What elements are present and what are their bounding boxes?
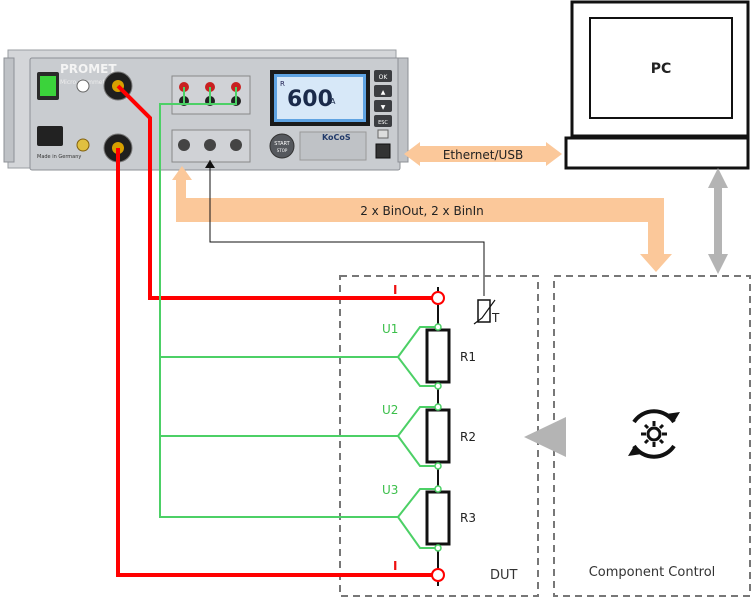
start-button-label: START (274, 141, 290, 147)
resistor-r3-label: R3 (460, 511, 476, 525)
temp-sensor-arrowhead (205, 160, 215, 168)
thermistor-label: T (491, 311, 500, 325)
indicator-led (76, 79, 90, 93)
display-unit: A (330, 97, 336, 106)
down-button-label: ▼ (381, 104, 386, 111)
resistor-r1 (425, 328, 451, 384)
pc-screen (589, 17, 733, 119)
current-wire-bottom (116, 148, 438, 577)
device-brand: PROMET (60, 62, 117, 76)
component-control-box (553, 275, 751, 597)
ethernet-port (375, 143, 391, 159)
resistor-r2 (425, 408, 451, 464)
up-button[interactable] (374, 85, 392, 97)
device-buttons: OK ▲ ▼ ESC (374, 70, 392, 127)
down-button[interactable] (374, 100, 392, 112)
resistor-r3 (425, 490, 451, 546)
esc-button-label: ESC (378, 120, 388, 126)
control-link-arrow (708, 168, 728, 274)
current-wire-top (116, 84, 438, 300)
rotation-gear-icon (628, 409, 680, 459)
made-in-label: Made in Germany (37, 154, 81, 160)
voltage-wires (159, 87, 438, 549)
current-node-bottom (431, 568, 445, 582)
display-value: 600 (287, 87, 333, 112)
binary-io-band (172, 166, 672, 272)
stop-button-label: STOP (277, 148, 288, 153)
component-control-label: Component Control (589, 565, 716, 580)
ground-terminal (76, 138, 90, 152)
voltage-label-u3: U3 (382, 483, 398, 497)
up-button-label: ▲ (381, 89, 386, 96)
promet-device: PROMET Micro-Ohmmeter Made in Germany R … (3, 49, 409, 171)
display-tag: R (280, 80, 285, 88)
pc-base (564, 136, 750, 170)
current-node-top (431, 291, 445, 305)
start-button[interactable] (269, 133, 295, 159)
current-label-bottom: I (393, 559, 397, 573)
pc-label: PC (651, 61, 672, 77)
ethernet-usb-arrow (404, 142, 562, 166)
voltage-nodes (434, 323, 442, 552)
thermistor-icon (473, 299, 496, 325)
control-to-dut-arrow (524, 417, 566, 457)
voltage-label-u2: U2 (382, 403, 398, 417)
kocos-logo: KoCoS (322, 133, 351, 142)
pc: PC (564, 0, 750, 170)
ethernet-usb-label: Ethernet/USB (443, 148, 523, 162)
current-label-top: I (393, 283, 397, 297)
voltage-label-u1: U1 (382, 322, 398, 336)
resistor-r2-label: R2 (460, 430, 476, 444)
usb-port (377, 129, 389, 139)
ok-button[interactable] (374, 70, 392, 82)
esc-button[interactable] (374, 115, 392, 127)
ok-button-label: OK (379, 74, 389, 81)
binary-io-label: 2 x BinOut, 2 x BinIn (360, 204, 484, 218)
temp-sensor-line (209, 160, 485, 296)
resistor-r1-label: R1 (460, 350, 476, 364)
power-socket (37, 126, 63, 146)
dut-label: DUT (490, 568, 518, 583)
